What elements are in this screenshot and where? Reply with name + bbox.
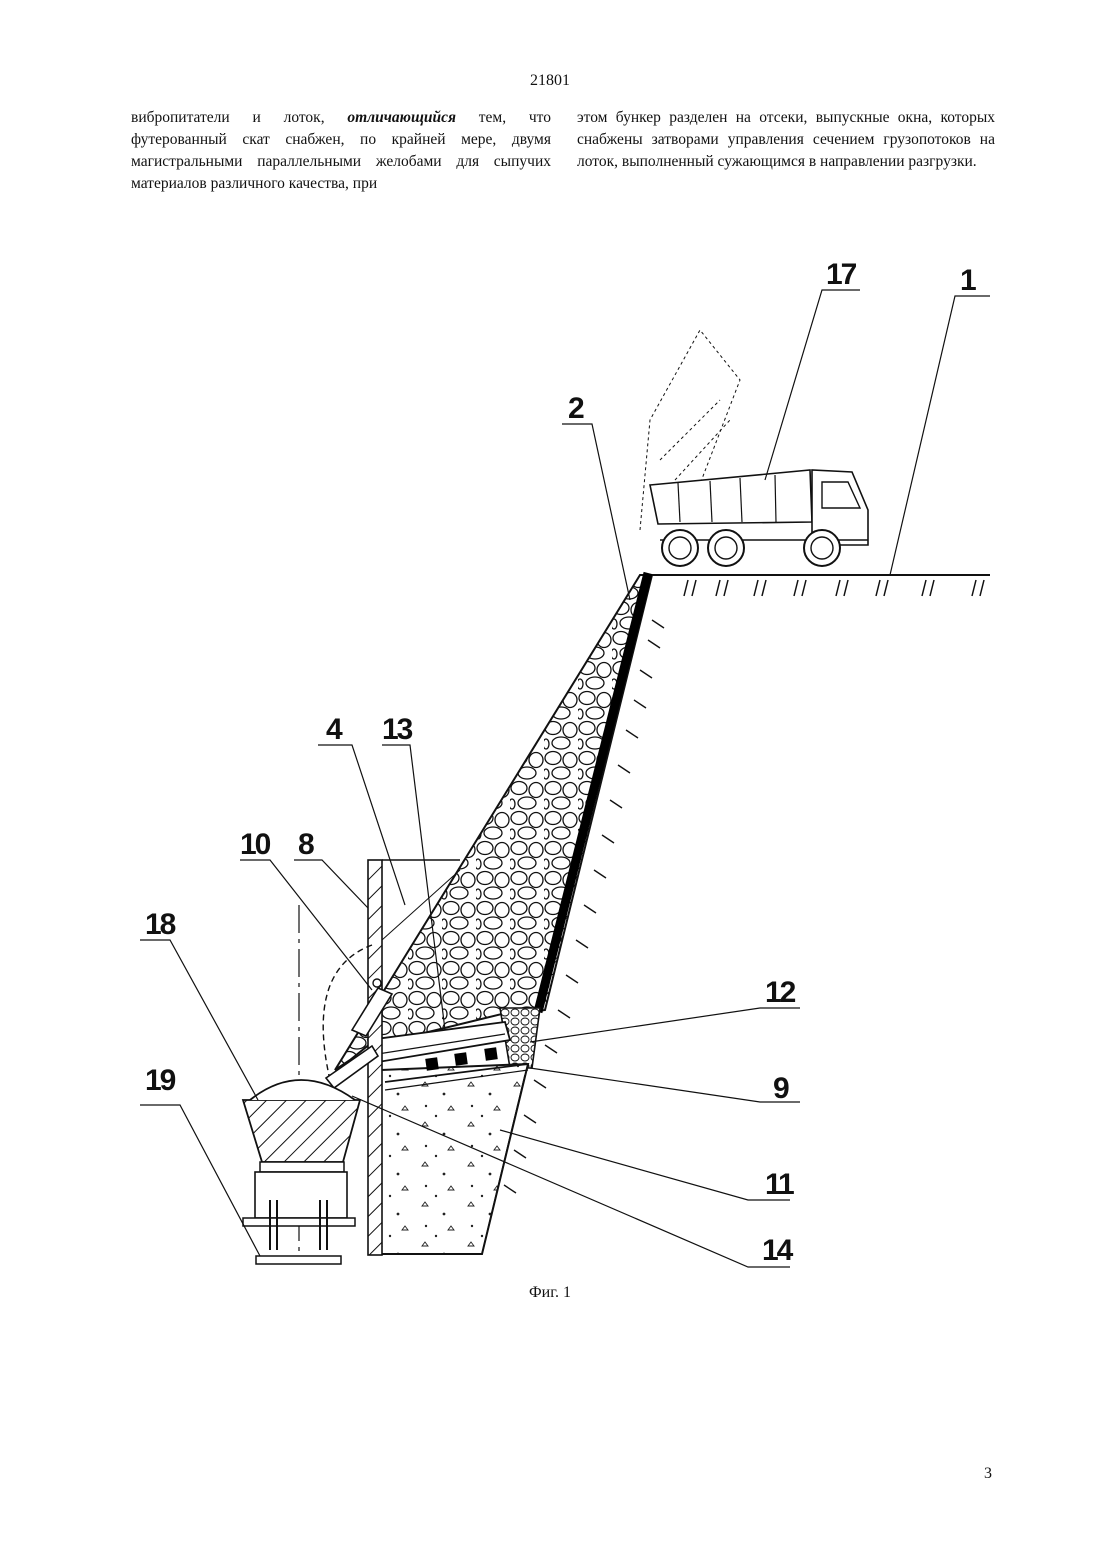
figure-1: 1 2 4 8 9 10 11 12 13 14 17 18 19 bbox=[130, 240, 1000, 1285]
figure-caption: Фиг. 1 bbox=[0, 1284, 1100, 1302]
text-column-left: вибропитатели и лоток, отличающийся тем,… bbox=[131, 107, 551, 195]
claim-keyword: отличающийся bbox=[347, 109, 456, 126]
label-19: 19 bbox=[145, 1064, 176, 1097]
label-2: 2 bbox=[568, 392, 584, 425]
label-1: 1 bbox=[960, 264, 976, 297]
label-12: 12 bbox=[765, 976, 796, 1009]
claim-text-start: вибропитатели и лоток, bbox=[131, 109, 347, 126]
page-number: 3 bbox=[984, 1465, 992, 1483]
claim-text-left: вибропитатели и лоток, отличающийся тем,… bbox=[131, 107, 551, 195]
patent-number: 21801 bbox=[0, 72, 1100, 90]
label-11: 11 bbox=[765, 1168, 794, 1201]
label-17: 17 bbox=[826, 258, 857, 291]
dump-truck-17 bbox=[640, 330, 868, 566]
concrete-foundation bbox=[380, 1064, 528, 1254]
wagon-18 bbox=[243, 1080, 360, 1264]
label-8: 8 bbox=[298, 828, 314, 861]
text-column-right: этом бункер разделен на отсеки, выпускны… bbox=[577, 107, 995, 173]
label-14: 14 bbox=[762, 1234, 794, 1267]
label-13: 13 bbox=[382, 713, 413, 746]
label-10: 10 bbox=[240, 828, 271, 861]
label-18: 18 bbox=[145, 908, 176, 941]
label-4: 4 bbox=[326, 713, 343, 746]
claim-text-right: этом бункер разделен на отсеки, выпускны… bbox=[577, 107, 995, 173]
label-9: 9 bbox=[773, 1072, 789, 1105]
ground-surface bbox=[645, 575, 990, 596]
